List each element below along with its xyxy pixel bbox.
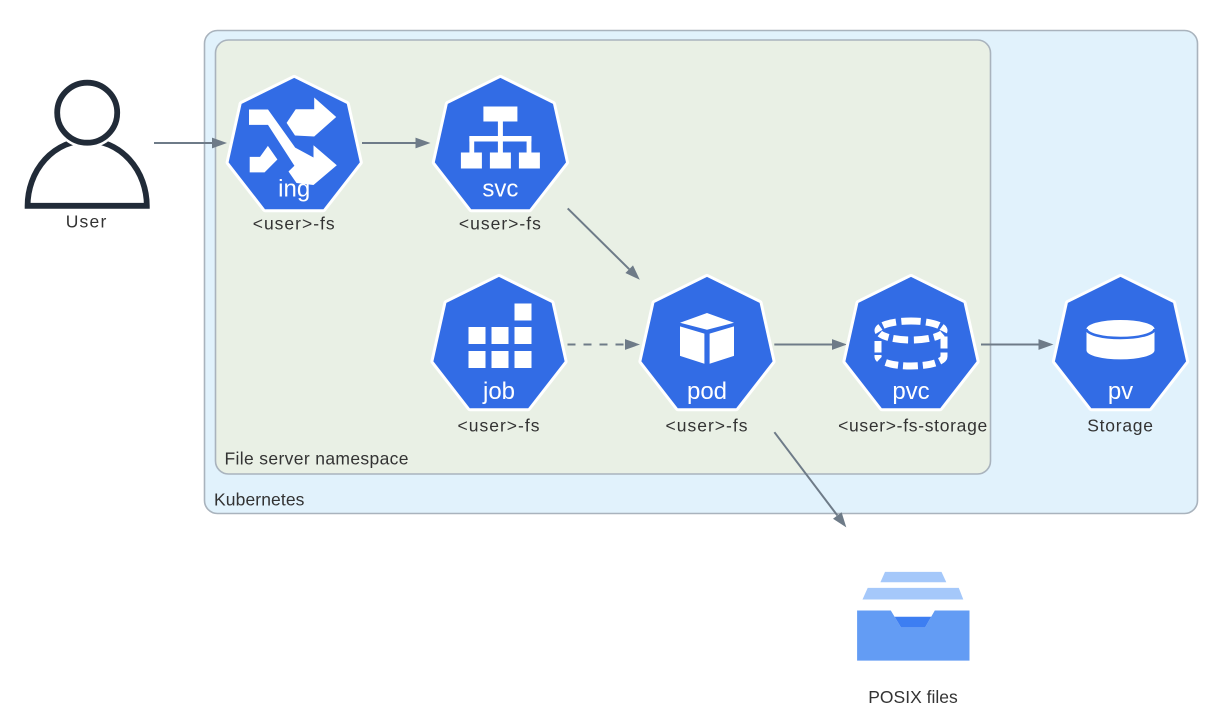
svg-text:Kubernetes: Kubernetes bbox=[214, 490, 305, 510]
svg-text:<user>-fs: <user>-fs bbox=[253, 214, 336, 234]
svg-text:pod: pod bbox=[687, 378, 727, 405]
svg-text:User: User bbox=[66, 212, 108, 232]
svg-text:Storage: Storage bbox=[1087, 416, 1154, 436]
svg-text:<user>-fs: <user>-fs bbox=[666, 416, 749, 436]
svg-text:pvc: pvc bbox=[892, 378, 929, 405]
svg-text:POSIX files: POSIX files bbox=[868, 687, 958, 707]
svg-text:pv: pv bbox=[1108, 378, 1133, 405]
svg-text:<user>-fs: <user>-fs bbox=[459, 214, 542, 234]
svg-text:<user>-fs: <user>-fs bbox=[458, 416, 541, 436]
svg-text:job: job bbox=[482, 378, 515, 405]
svg-text:ing: ing bbox=[278, 176, 310, 203]
svg-text:<user>-fs-storage: <user>-fs-storage bbox=[838, 416, 988, 436]
svg-text:svc: svc bbox=[482, 176, 518, 203]
svg-text:File server namespace: File server namespace bbox=[225, 449, 409, 469]
